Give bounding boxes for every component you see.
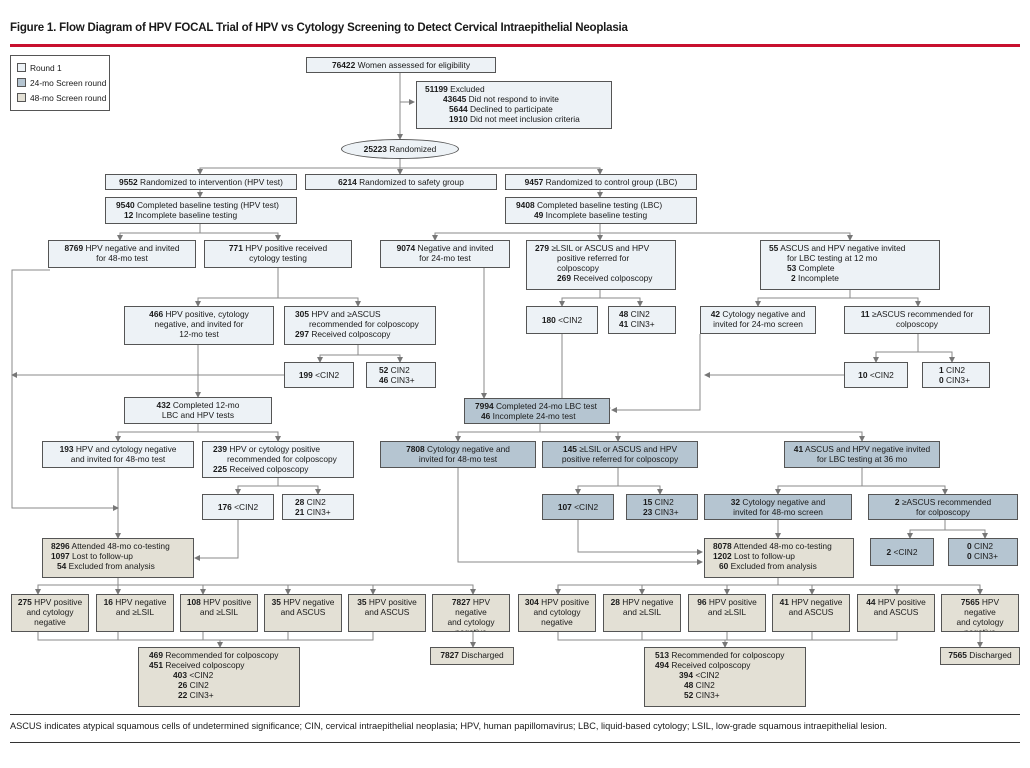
box-left-baseline: 9540 Completed baseline testing (HPV tes… xyxy=(105,197,297,224)
box-right-outcome: 513 Recommended for colposcopy 494 Recei… xyxy=(644,647,806,707)
footnote-bottom-rule xyxy=(10,742,1020,743)
box-left-cin2-cin3: 52 CIN2 46 CIN3+ xyxy=(366,362,436,388)
box-right-cin2-cin3-b: 1 CIN2 0 CIN3+ xyxy=(922,362,990,388)
bottom-right-category-count: 28 xyxy=(610,597,620,607)
ellipse-randomized: 25223 Randomized xyxy=(341,139,459,159)
box-arm-lbc: 9457 Randomized to control group (LBC) xyxy=(505,174,697,190)
legend-item-round1: Round 1 xyxy=(17,63,62,73)
bottom-left-category-count: 35 xyxy=(357,597,367,607)
box-right-24mo-completed: 7994 Completed 24-mo LBC test 46 Incompl… xyxy=(464,398,610,424)
box-right-attended-48mo: 8078 Attended 48-mo co-testing 1202 Lost… xyxy=(704,538,854,578)
box-assessed: 76422 Women assessed for eligibility xyxy=(306,57,496,73)
footnote: ASCUS indicates atypical squamous cells … xyxy=(10,721,888,731)
footnote-top-rule xyxy=(10,714,1020,715)
title-rule xyxy=(10,44,1020,47)
bottom-right-category-count: 41 xyxy=(779,597,789,607)
box-left-cotest-positive: 239 HPV or cytology positive recommended… xyxy=(202,441,354,478)
bottom-left-category-count: 7827 xyxy=(451,597,471,607)
box-excluded: 51199 Excluded 43645 Did not respond to … xyxy=(416,81,612,129)
bottom-left-category-count: 108 xyxy=(186,597,201,607)
box-right-cin2-cin3: 48 CIN2 41 CIN3+ xyxy=(608,306,676,334)
legend-item-48mo: 48-mo Screen round xyxy=(17,93,106,103)
box-left-outcome: 469 Recommended for colposcopy 451 Recei… xyxy=(138,647,300,707)
bottom-left-category-count: 275 xyxy=(17,597,32,607)
box-right-cin2-cin3-c: 15 CIN2 23 CIN3+ xyxy=(626,494,698,520)
bottom-left-category-count: 35 xyxy=(271,597,281,607)
box-arm-hpv: 9552 Randomized to intervention (HPV tes… xyxy=(105,174,297,190)
box-left-cin2-cin3-b: 28 CIN2 21 CIN3+ xyxy=(282,494,354,520)
box-right-lt-cin2-b: 10 <CIN2 xyxy=(844,362,908,388)
box-right-discharged: 7565 Discharged xyxy=(940,647,1020,665)
box-right-ascus-12mo: 55 ASCUS and HPV negative invited for LB… xyxy=(760,240,940,290)
bottom-left-category-count: 16 xyxy=(103,597,113,607)
box-left-discharged: 7827 Discharged xyxy=(430,647,514,665)
box-right-lt-cin2-d: 2 <CIN2 xyxy=(870,538,934,566)
box-right-lsil-referred: 279 ≥LSIL or ASCUS and HPV positive refe… xyxy=(526,240,676,290)
box-left-lt-cin2-b: 176 <CIN2 xyxy=(202,494,274,520)
bottom-right-category-count: 7565 xyxy=(960,597,980,607)
box-right-cin2-cin3-d: 0 CIN2 0 CIN3+ xyxy=(948,538,1018,566)
box-right-lt-cin2-c: 107 <CIN2 xyxy=(542,494,614,520)
legend-item-24mo: 24-mo Screen round xyxy=(17,78,106,88)
box-arm-safety: 6214 Randomized to safety group xyxy=(305,174,497,190)
bottom-right-category-count: 304 xyxy=(524,597,539,607)
box-left-lt-cin2: 199 <CIN2 xyxy=(284,362,354,388)
box-right-baseline: 9408 Completed baseline testing (LBC) 49… xyxy=(505,197,697,224)
bottom-right-category-count: 44 xyxy=(866,597,876,607)
figure-title: Figure 1. Flow Diagram of HPV FOCAL Tria… xyxy=(10,22,628,34)
legend: Round 1 24-mo Screen round 48-mo Screen … xyxy=(10,55,110,111)
box-right-lt-cin2: 180 <CIN2 xyxy=(526,306,598,334)
bottom-right-category-count: 96 xyxy=(697,597,707,607)
box-left-ascus: 305 HPV and ≥ASCUS recommended for colpo… xyxy=(284,306,436,345)
box-left-attended-48mo: 8296 Attended 48-mo co-testing 1097 Lost… xyxy=(42,538,194,578)
